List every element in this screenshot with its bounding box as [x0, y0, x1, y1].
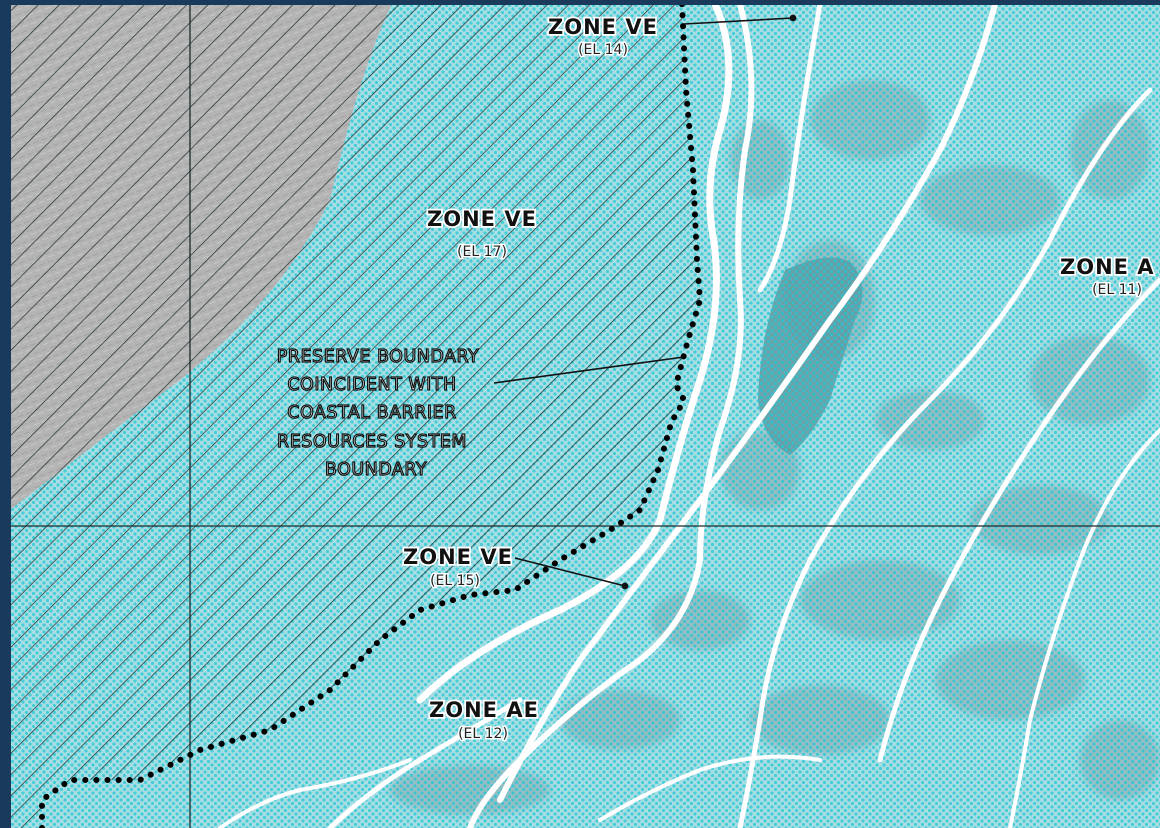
roads — [218, 0, 1160, 828]
zone-label-ve17[interactable]: ZONE VE (EL 17) — [425, 205, 537, 261]
leader-lines — [493, 14, 797, 590]
annotation-line: PRESERVE BOUNDARY — [277, 347, 479, 367]
zone-title: ZONE VE — [548, 15, 658, 39]
zone-label-ve15[interactable]: ZONE VE (EL 15) — [401, 543, 513, 590]
upland-hatch — [10, 4, 392, 510]
zone-elevation: (EL 12) — [458, 726, 508, 742]
preserve-boundary-line[interactable] — [39, 1, 704, 828]
zone-elevation: (EL 14) — [578, 42, 628, 58]
zone-title: ZONE VE — [403, 545, 513, 569]
preserve-boundary-annotation[interactable]: PRESERVE BOUNDARY COINCIDENT WITH COASTA… — [276, 346, 479, 480]
zone-title: ZONE A — [1060, 255, 1155, 279]
zone-label-a11[interactable]: ZONE A (EL 11) — [1058, 253, 1155, 299]
annotation-line: COINCIDENT WITH — [287, 375, 456, 395]
zone-title: ZONE VE — [427, 207, 537, 231]
map-grid — [10, 4, 1160, 828]
zone-elevation: (EL 17) — [457, 244, 507, 260]
zone-label-ve14[interactable]: ZONE VE (EL 14) — [546, 13, 658, 59]
annotation-line: COASTAL BARRIER — [287, 403, 457, 423]
zone-label-ae12[interactable]: ZONE AE (EL 12) — [427, 696, 539, 743]
annotation-line: RESOURCES SYSTEM — [277, 432, 467, 452]
zone-elevation: (EL 11) — [1092, 282, 1142, 298]
zone-elevation: (EL 15) — [430, 573, 480, 589]
annotation-line: BOUNDARY — [325, 460, 427, 480]
zone-title: ZONE AE — [429, 698, 539, 722]
